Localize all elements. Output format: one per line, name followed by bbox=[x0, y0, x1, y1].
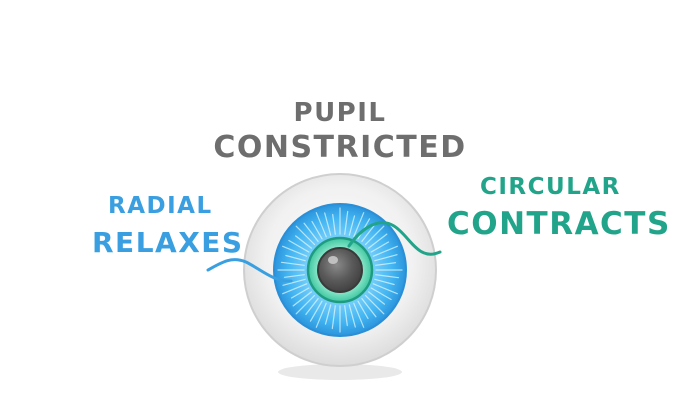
iris-fiber bbox=[315, 212, 327, 238]
iris-fiber bbox=[285, 254, 306, 262]
iris-fiber bbox=[361, 225, 375, 242]
iris-fiber bbox=[364, 225, 385, 246]
radial-leader-line bbox=[206, 258, 293, 283]
iris-fiber bbox=[344, 210, 349, 235]
iris-radial-fibers bbox=[277, 207, 403, 333]
iris-fiber bbox=[309, 300, 323, 322]
iris-fiber bbox=[357, 300, 369, 320]
title-line2: CONSTRICTED bbox=[213, 130, 467, 165]
circular-label-line1: CIRCULAR bbox=[480, 174, 621, 200]
iris-fiber bbox=[372, 245, 398, 257]
iris-fiber bbox=[370, 241, 390, 253]
iris-fiber bbox=[372, 283, 398, 295]
iris-fiber bbox=[288, 239, 310, 253]
iris-fiber bbox=[282, 283, 308, 295]
iris-fiber bbox=[348, 304, 356, 328]
iris-fiber bbox=[353, 212, 365, 238]
radial-label-line2: RELAXES bbox=[92, 226, 244, 259]
iris-fiber bbox=[353, 302, 365, 328]
iris-fiber bbox=[290, 287, 310, 299]
iris-fiber bbox=[331, 305, 336, 330]
iris-fiber bbox=[295, 235, 312, 249]
iris-fiber bbox=[282, 278, 306, 286]
iris-fiber bbox=[315, 302, 327, 328]
iris-fiber bbox=[348, 215, 356, 236]
eye-shadow bbox=[278, 364, 402, 380]
iris-fiber bbox=[375, 262, 397, 266]
iris-fiber bbox=[311, 220, 323, 240]
circular-leader-line bbox=[347, 221, 442, 256]
iris-fiber bbox=[370, 287, 392, 301]
iris-fiber bbox=[303, 222, 319, 242]
iris-fiber bbox=[374, 254, 398, 262]
iris-fiber bbox=[295, 225, 316, 246]
iris-fiber bbox=[295, 294, 316, 315]
title-line1: PUPIL bbox=[293, 98, 387, 128]
iris-fiber bbox=[292, 291, 312, 307]
iris-fiber bbox=[305, 298, 319, 315]
iris-fiber bbox=[375, 274, 400, 279]
pupil-highlight bbox=[328, 256, 338, 264]
iris-fiber bbox=[368, 233, 388, 249]
iris-fiber bbox=[364, 294, 385, 315]
iris-fiber bbox=[368, 291, 385, 305]
iris-fiber bbox=[283, 274, 305, 278]
iris-fiber bbox=[332, 213, 336, 235]
radial-label-line1: RADIAL bbox=[108, 193, 213, 219]
iris-fiber bbox=[282, 245, 308, 257]
iris-fiber bbox=[344, 305, 348, 327]
iris-fiber bbox=[324, 212, 332, 236]
iris-fiber bbox=[280, 261, 305, 266]
iris-fiber bbox=[324, 304, 332, 325]
iris-fiber bbox=[374, 278, 395, 286]
circular-label-line2: CONTRACTS bbox=[447, 206, 671, 242]
iris-fiber bbox=[361, 298, 377, 318]
pupil bbox=[317, 247, 363, 293]
